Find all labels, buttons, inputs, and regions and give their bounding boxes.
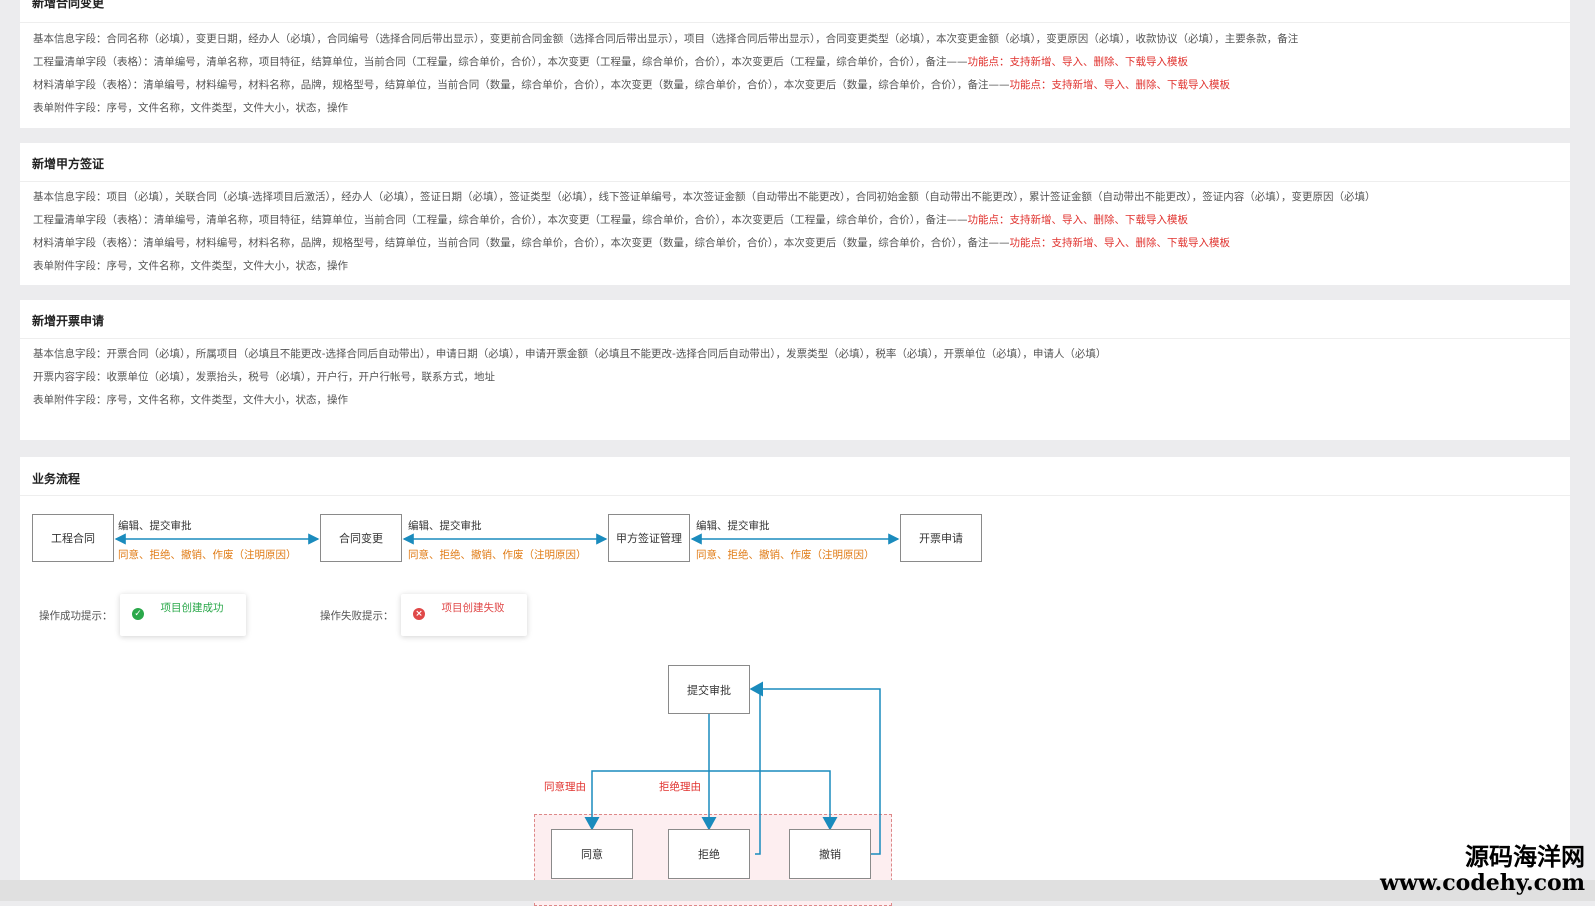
forward-label: 编辑、提交审批 [408, 520, 482, 532]
invoice-apply-title: 新增开票申请 [32, 314, 105, 328]
field-row: 材料清单字段（表格）：清单编号，材料编号，材料名称，品牌，规格型号，结算单位，当… [33, 232, 1376, 255]
flow-node-label: 合同变更 [339, 532, 383, 545]
feature-note: 功能点：支持新增、导入、删除、下载导入模板 [967, 214, 1189, 226]
flow-node-visa: 甲方签证管理 [608, 514, 690, 562]
fail-toast: × 项目创建失败 [401, 594, 527, 636]
field-row: 工程量清单字段（表格）：清单编号，清单名称，项目特征，结算单位，当前合同（工程量… [33, 209, 1376, 232]
fail-toast-label: 操作失败提示： [320, 610, 394, 622]
reject-label: 拒绝 [698, 848, 720, 861]
back-label: 同意、拒绝、撤销、作废（注明原因） [118, 549, 297, 561]
invoice-apply-card: 新增开票申请 基本信息字段：开票合同（必填），所属项目（必填且不能更改-选择合同… [20, 300, 1570, 440]
forward-label: 编辑、提交审批 [118, 520, 192, 532]
client-visa-title: 新增甲方签证 [32, 157, 105, 171]
success-toast-label: 操作成功提示： [39, 610, 113, 622]
invoice-apply-fields: 基本信息字段：开票合同（必填），所属项目（必填且不能更改-选择合同后自动带出），… [33, 343, 1106, 412]
field-row-text: 工程量清单字段（表格）：清单编号，清单名称，项目特征，结算单位，当前合同（工程量… [33, 56, 968, 68]
flow-node-change: 合同变更 [320, 514, 402, 562]
revoke-node: 撤销 [789, 829, 871, 879]
field-row-text: 表单附件字段：序号，文件名称，文件类型，文件大小，状态，操作 [33, 102, 348, 114]
agree-node: 同意 [551, 829, 633, 879]
client-visa-fields: 基本信息字段：项目（必填），关联合同（必填-选择项目后激活），经办人（必填），签… [33, 186, 1376, 278]
field-row: 开票内容字段：收票单位（必填），发票抬头，税号（必填），开户行，开户行帐号，联系… [33, 366, 1106, 389]
field-row: 基本信息字段：合同名称（必填），变更日期，经办人（必填），合同编号（选择合同后带… [33, 28, 1298, 51]
flow-node-label: 开票申请 [919, 532, 963, 545]
field-row: 表单附件字段：序号，文件名称，文件类型，文件大小，状态，操作 [33, 389, 1106, 412]
watermark-name: 源码海洋网 [1465, 842, 1585, 871]
field-row-text: 表单附件字段：序号，文件名称，文件类型，文件大小，状态，操作 [33, 394, 348, 406]
success-toast-text: 项目创建成功 [160, 602, 224, 614]
feature-note: 功能点：支持新增、导入、删除、下载导入模板 [1009, 237, 1231, 249]
field-row-text: 材料清单字段（表格）：清单编号，材料编号，材料名称，品牌，规格型号，结算单位，当… [33, 79, 1010, 91]
field-row: 表单附件字段：序号，文件名称，文件类型，文件大小，状态，操作 [33, 255, 1376, 278]
contract-change-title: 新增合同变更 [32, 0, 105, 10]
field-row-text: 基本信息字段：开票合同（必填），所属项目（必填且不能更改-选择合同后自动带出），… [33, 348, 1107, 360]
field-row: 工程量清单字段（表格）：清单编号，清单名称，项目特征，结算单位，当前合同（工程量… [33, 51, 1298, 74]
agree-reason-label: 同意理由 [544, 781, 586, 793]
flow-node-contract: 工程合同 [32, 514, 114, 562]
check-circle-icon: ✓ [132, 608, 144, 620]
approval-connectors [584, 681, 881, 855]
submit-approval-node: 提交审批 [668, 665, 750, 714]
field-row-text: 基本信息字段：项目（必填），关联合同（必填-选择项目后激活），经办人（必填），签… [33, 191, 1376, 203]
field-row: 表单附件字段：序号，文件名称，文件类型，文件大小，状态，操作 [33, 97, 1298, 120]
client-visa-card: 新增甲方签证 基本信息字段：项目（必填），关联合同（必填-选择项目后激活），经办… [20, 143, 1570, 285]
reject-reason-label: 拒绝理由 [659, 781, 701, 793]
contract-change-card: 新增合同变更 基本信息字段：合同名称（必填），变更日期，经办人（必填），合同编号… [20, 0, 1570, 128]
watermark-url: www.codehy.com [1380, 870, 1585, 896]
workflow-card: 业务流程 工程合同 合同变更 甲方签证管理 开票申请 编辑、提交审批 同意、拒绝… [20, 457, 1570, 906]
field-row: 材料清单字段（表格）：清单编号，材料编号，材料名称，品牌，规格型号，结算单位，当… [33, 74, 1298, 97]
flow-node-label: 工程合同 [51, 532, 95, 545]
field-row-text: 表单附件字段：序号，文件名称，文件类型，文件大小，状态，操作 [33, 260, 348, 272]
feature-note: 功能点：支持新增、导入、删除、下载导入模板 [1009, 79, 1231, 91]
forward-label: 编辑、提交审批 [696, 520, 770, 532]
agree-label: 同意 [581, 848, 603, 861]
field-row-text: 材料清单字段（表格）：清单编号，材料编号，材料名称，品牌，规格型号，结算单位，当… [33, 237, 1010, 249]
reject-node: 拒绝 [668, 829, 750, 879]
field-row: 基本信息字段：项目（必填），关联合同（必填-选择项目后激活），经办人（必填），签… [33, 186, 1376, 209]
watermark: 源码海洋网 www.codehy.com [1380, 842, 1585, 896]
fail-toast-text: 项目创建失败 [441, 602, 505, 614]
close-circle-icon: × [413, 608, 425, 620]
bottom-strip [0, 880, 1595, 901]
revoke-label: 撤销 [819, 848, 841, 861]
flow-arrows [114, 533, 900, 545]
contract-change-fields: 基本信息字段：合同名称（必填），变更日期，经办人（必填），合同编号（选择合同后带… [33, 28, 1298, 120]
flow-node-label: 甲方签证管理 [616, 532, 682, 545]
field-row-text: 开票内容字段：收票单位（必填），发票抬头，税号（必填），开户行，开户行帐号，联系… [33, 371, 495, 383]
flow-node-invoice: 开票申请 [900, 514, 982, 562]
field-row-text: 工程量清单字段（表格）：清单编号，清单名称，项目特征，结算单位，当前合同（工程量… [33, 214, 968, 226]
back-label: 同意、拒绝、撤销、作废（注明原因） [696, 549, 875, 561]
submit-approval-label: 提交审批 [687, 683, 731, 697]
feature-note: 功能点：支持新增、导入、删除、下载导入模板 [967, 56, 1189, 68]
field-row-text: 基本信息字段：合同名称（必填），变更日期，经办人（必填），合同编号（选择合同后带… [33, 33, 1299, 45]
field-row: 基本信息字段：开票合同（必填），所属项目（必填且不能更改-选择合同后自动带出），… [33, 343, 1106, 366]
workflow-title: 业务流程 [32, 472, 81, 486]
back-label: 同意、拒绝、撤销、作废（注明原因） [408, 549, 587, 561]
success-toast: ✓ 项目创建成功 [120, 594, 246, 636]
